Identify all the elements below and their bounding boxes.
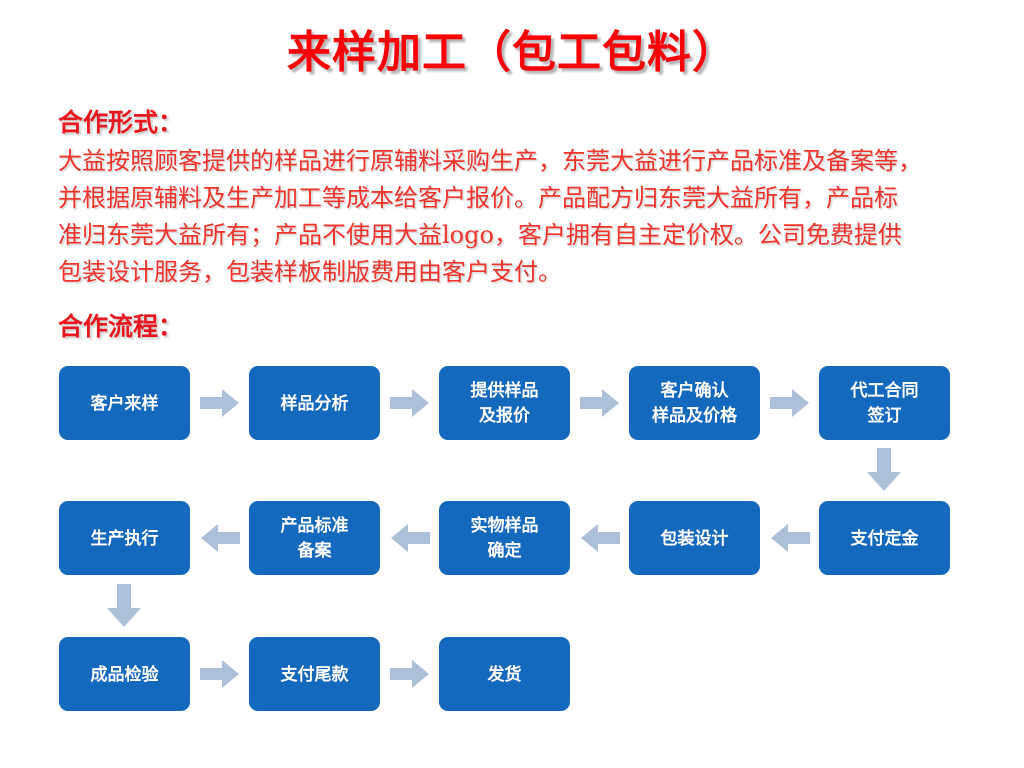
arrow-left-icon [390,524,430,552]
arrow-right-connector [760,388,819,418]
flow-step-label: 实物样品 [470,516,539,535]
flow-step-label: 确定 [487,541,522,560]
flow-step-label: 成品检验 [90,664,159,684]
flow-step-label: 发货 [487,664,522,684]
arrow-right-connector [380,659,439,689]
flow-step-label: 支付尾款 [280,664,349,684]
arrow-down-icon [867,448,901,491]
arrow-right-icon [389,660,429,688]
arrow-right-connector [570,388,629,418]
flow-step-box[interactable]: 提供样品及报价 [439,366,570,440]
arrow-right-connector [190,659,249,689]
flow-step-label: 及报价 [479,406,530,425]
flow-step-box[interactable]: 生产执行 [59,501,190,575]
flow-step-label: 包装设计 [660,528,729,548]
arrow-left-connector [570,523,629,553]
flow-row-2: 生产执行产品标准备案实物样品确定包装设计支付定金 [59,501,950,575]
arrow-left-connector [190,523,249,553]
cooperation-form-line-4: 包装设计服务，包装样板制版费用由客户支付。 [58,257,562,286]
arrow-right-icon [579,389,619,417]
flow-step-label: 支付定金 [850,528,919,548]
arrow-right-connector [190,388,249,418]
flow-step-label: 生产执行 [90,528,159,548]
flow-step-box[interactable]: 发货 [439,637,570,711]
flow-step-box[interactable]: 支付定金 [819,501,950,575]
flow-step-box[interactable]: 客户来样 [59,366,190,440]
connector-row2-to-row3 [104,584,144,628]
flow-step-label: 签订 [867,406,902,425]
arrow-left-connector [380,523,439,553]
arrow-right-connector [380,388,439,418]
flow-row-1: 客户来样样品分析提供样品及报价客户确认样品及价格代工合同签订 [59,366,950,440]
title-banner: 来样加工（包工包料） [0,0,1024,96]
cooperation-form-line-2: 并根据原辅料及生产加工等成本给客户报价。产品配方归东莞大益所有，产品标 [58,183,898,212]
flow-step-label: 产品标准 [280,516,349,535]
arrow-right-icon [199,389,239,417]
connector-row1-to-row2 [864,448,904,492]
cooperation-process-section: 合作流程： [58,310,183,347]
flow-step-label: 样品分析 [280,393,349,413]
flow-step-box[interactable]: 产品标准备案 [249,501,380,575]
cooperation-form-section: 合作形式： 大益按照顾客提供的样品进行原辅料采购生产，东莞大益进行产品标准及备案… [58,106,978,291]
flow-step-label: 提供样品 [470,381,539,400]
flow-step-box[interactable]: 样品分析 [249,366,380,440]
cooperation-form-heading: 合作形式： [58,108,184,137]
flow-step-box[interactable]: 客户确认样品及价格 [629,366,760,440]
arrow-right-icon [769,389,809,417]
flow-step-label: 备案 [297,541,332,560]
flow-step-label: 客户确认 [660,381,729,400]
cooperation-form-line-1: 大益按照顾客提供的样品进行原辅料采购生产，东莞大益进行产品标准及备案等， [58,146,922,175]
flow-step-box[interactable]: 代工合同签订 [819,366,950,440]
arrow-down-icon [107,584,141,627]
flow-step-box[interactable]: 实物样品确定 [439,501,570,575]
arrow-left-icon [770,524,810,552]
page-title: 来样加工（包工包料） [287,27,737,78]
cooperation-process-heading: 合作流程： [58,312,184,341]
arrow-right-icon [389,389,429,417]
arrow-left-icon [580,524,620,552]
flow-step-box[interactable]: 成品检验 [59,637,190,711]
flow-step-label: 客户来样 [90,393,159,413]
flow-step-label: 代工合同 [850,381,919,400]
arrow-right-icon [199,660,239,688]
flow-step-box[interactable]: 支付尾款 [249,637,380,711]
flow-row-3: 成品检验 支付尾款 发货 [59,637,570,711]
cooperation-form-line-3: 准归东莞大益所有；产品不使用大益logo，客户拥有自主定价权。公司免费提供 [58,220,902,249]
flow-step-label: 样品及价格 [652,406,737,425]
arrow-left-connector [760,523,819,553]
flow-step-box[interactable]: 包装设计 [629,501,760,575]
arrow-left-icon [200,524,240,552]
